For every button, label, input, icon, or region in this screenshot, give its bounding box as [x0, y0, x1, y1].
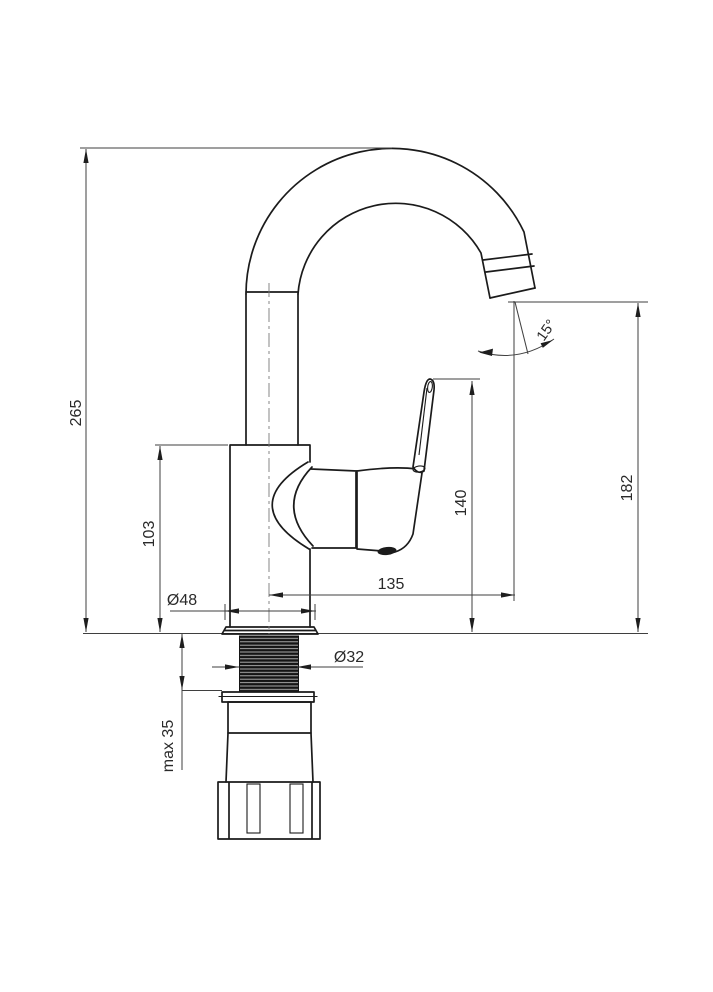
- dim-label-handle-tip-height: 140: [453, 490, 470, 517]
- spout-inner-edge: [297, 202, 491, 299]
- arrow-left-icon: [225, 608, 239, 614]
- dim-label-overall-height: 265: [68, 400, 85, 427]
- arrow-down-icon: [83, 618, 89, 632]
- nut-main-body: [225, 732, 314, 783]
- arrow-left-icon: [479, 348, 493, 356]
- dimension-spout-tilt-angle: 15°: [477, 301, 560, 601]
- arrow-right-icon: [225, 664, 239, 670]
- faucet-outline: [83, 147, 648, 840]
- spout-tip-face: [489, 287, 536, 299]
- handle-lever-base-detail: [412, 465, 426, 473]
- threaded-shank: [239, 635, 299, 692]
- dim-label-base-diameter: Ø48: [167, 592, 197, 609]
- arrow-up-icon: [157, 446, 163, 460]
- nut-skirt: [217, 781, 321, 840]
- handle-lever-tip-detail: [427, 380, 433, 394]
- nut-slot-left: [246, 783, 261, 834]
- handle-lever: [412, 378, 436, 474]
- arrow-up-icon: [179, 634, 185, 648]
- dimension-max-mounting-thickness: max 35: [160, 634, 222, 772]
- arrow-down-icon: [157, 618, 163, 632]
- arrow-up-icon: [635, 303, 641, 317]
- handle-underside-nub: [377, 546, 397, 556]
- arrow-right-icon: [301, 608, 315, 614]
- nut-upper-band: [227, 701, 312, 734]
- dimension-body-height: 103: [141, 444, 228, 632]
- dim-label-spout-tilt-angle: 15°: [534, 317, 560, 344]
- dimension-spout-reach: 135: [269, 576, 515, 598]
- mounting-nut: [217, 691, 321, 840]
- dim-label-spout-reach: 135: [378, 576, 405, 593]
- dimension-base-diameter: Ø48: [167, 592, 316, 620]
- arrow-up-icon: [469, 381, 475, 395]
- arrow-right-icon: [501, 592, 515, 598]
- dim-label-spout-outlet-height: 182: [619, 475, 636, 502]
- faucet-body: [229, 444, 311, 628]
- cartridge-cylinder: [310, 468, 358, 549]
- riser-tube: [245, 291, 299, 446]
- spout-outer-edge: [245, 147, 536, 295]
- dimension-spout-outlet-height: 182: [508, 301, 648, 632]
- dim-label-shank-thread-diameter: Ø32: [334, 649, 364, 666]
- dimension-overall-height: 265: [68, 147, 392, 632]
- base-flange: [221, 626, 319, 635]
- arrow-down-icon: [635, 618, 641, 632]
- handle-escutcheon: [356, 467, 423, 553]
- nut-slot-right: [289, 783, 304, 834]
- arrow-left-icon: [269, 592, 283, 598]
- spout-tilt-line: [514, 301, 529, 355]
- dim-label-max-mounting-thickness: max 35: [160, 720, 177, 773]
- arrow-up-icon: [83, 149, 89, 163]
- dimension-handle-tip-height: 140: [433, 378, 480, 632]
- arrow-up-right-icon: [540, 340, 553, 348]
- arrow-down-icon: [179, 676, 185, 690]
- arrow-left-icon: [297, 664, 311, 670]
- arrow-down-icon: [469, 618, 475, 632]
- aerator-band: [482, 253, 535, 273]
- dim-label-body-height: 103: [141, 521, 158, 548]
- cartridge-dome: [271, 461, 314, 550]
- handle-lever-contour: [418, 387, 428, 456]
- dimension-shank-thread-diameter: Ø32: [212, 649, 364, 670]
